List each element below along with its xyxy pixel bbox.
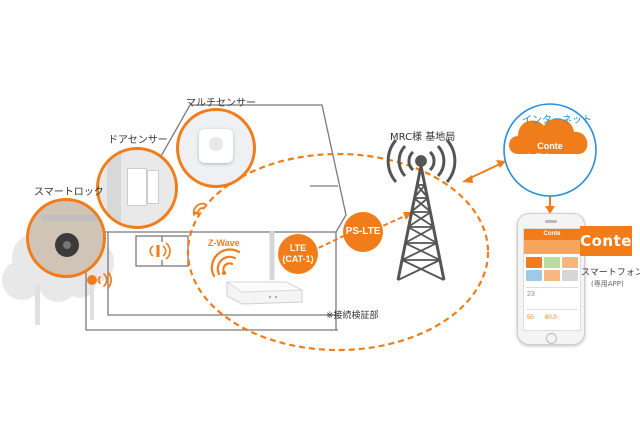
app-tile	[544, 257, 560, 268]
app-tile	[526, 270, 542, 281]
cloud-subtitle: IoT Server	[527, 152, 573, 162]
base-station-label: MRC様 基地局	[390, 132, 456, 143]
verification-label: ※接続検証部	[326, 311, 379, 321]
cloud-icon	[500, 96, 600, 181]
multi-sensor-photo	[176, 108, 256, 188]
brand-logo: Conte	[580, 226, 632, 256]
multi-sensor-label: マルチセンサー	[186, 98, 256, 109]
app-tile	[562, 270, 578, 281]
app-banner	[524, 240, 580, 254]
door-sensor-photo	[96, 147, 178, 229]
phone-home-button	[546, 333, 557, 344]
wifi-signal-icon	[210, 248, 241, 278]
app-tile	[544, 270, 560, 281]
network-loop	[186, 152, 490, 352]
cloud-title: Conte	[537, 141, 563, 151]
cell-tower-icon	[386, 139, 457, 281]
internet-label: インターネット	[522, 115, 592, 126]
gateway-device-icon	[225, 230, 303, 305]
lte-cat-label: (CAT-1)	[282, 254, 314, 264]
app-reading: 50	[527, 315, 534, 321]
ps-lte-badge: PS-LTE	[343, 212, 383, 252]
door-sensor-label: ドアセンサー	[108, 135, 168, 146]
app-header: Conte	[524, 229, 580, 240]
smartphone-icon: Conte 23 50 60.0	[517, 213, 585, 345]
lte-badge: LTE (CAT-1)	[278, 234, 318, 274]
smart-lock-label: スマートロック	[34, 187, 104, 198]
app-tile	[562, 257, 578, 268]
app-reading: 23	[527, 291, 535, 298]
app-reading: 60.0	[545, 315, 557, 321]
app-note-label: (専用APP)	[591, 280, 624, 288]
zwave-label: Z-Wave	[208, 238, 240, 248]
smartphone-label: スマートフォン	[581, 268, 640, 278]
phone-screen: Conte 23 50 60.0	[523, 228, 581, 331]
app-tile	[526, 257, 542, 268]
ps-lte-label: PS-LTE	[345, 226, 381, 237]
smart-lock-photo	[26, 198, 106, 278]
phone-speaker	[545, 220, 557, 223]
lte-label: LTE	[289, 243, 307, 253]
